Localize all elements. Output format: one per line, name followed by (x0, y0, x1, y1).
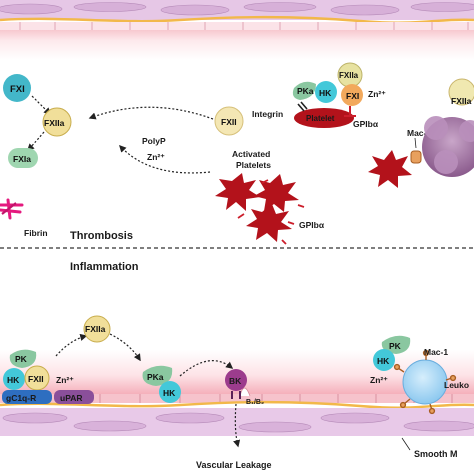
leuko-label: Leuko (444, 380, 469, 390)
hk-right-node (373, 349, 395, 371)
elastic-lamina-bottom (0, 400, 474, 409)
smooth-muscle-cells-bottom (2, 412, 474, 433)
fxii-to-fxiia-inflam-arrow (55, 333, 88, 357)
inflammation-title: Inflammation (70, 261, 139, 273)
leukocyte-bottom (402, 359, 448, 405)
bk-label: BK (229, 376, 242, 386)
hk-top-node (315, 81, 337, 103)
mac1-right-pointer (414, 137, 417, 149)
endothelium-top (0, 22, 474, 30)
inflammation-panel: PK HK FXII gC1q-R uPAR Zn²⁺ FXIIa PKa HK… (2, 315, 469, 470)
integrin-label: Integrin (252, 109, 283, 119)
upar-label: uPAR (60, 393, 83, 403)
platelet-body (294, 108, 354, 128)
activated-platelets-cluster (215, 173, 299, 242)
fxiia-inflam-label: FXIIa (85, 324, 106, 334)
mac1-right-receptor (410, 150, 422, 164)
pk-right-label: PK (389, 341, 402, 351)
activated-platelets-label-2: Platelets (236, 160, 271, 170)
fxiia-to-fxia-arrow (26, 131, 45, 152)
hk-left-node (3, 368, 25, 390)
leukocyte-right-lobe-2 (459, 120, 474, 142)
fxii-to-fxiia-arrow (88, 106, 214, 120)
fxii-left-label: FXII (28, 374, 44, 384)
hk-to-bk-arrow (179, 360, 234, 377)
gc1qr-label: gC1q-R (6, 393, 36, 403)
top-vessel-wall (0, 0, 474, 60)
fxi-left-node (3, 74, 31, 102)
zn-left-label: Zn²⁺ (147, 152, 165, 162)
fxi-top-label: FXI (346, 91, 359, 101)
gpib-lower-label: GPIbα (299, 220, 325, 230)
fxiia-right-label: FXIIa (451, 96, 472, 106)
leakage-arrow (233, 403, 241, 448)
fxiia-to-pka-arrow (109, 333, 141, 362)
smooth-muscle-layer-bottom (0, 408, 474, 436)
fxii-label: FXII (221, 117, 237, 127)
fxi-top-node (341, 84, 363, 106)
gpib-receptors-activated (237, 179, 305, 245)
b-receptors-label: B₁/B₂ (246, 399, 264, 406)
activated-platelet-2 (254, 174, 299, 212)
activated-platelets-label-1: Activated (232, 149, 270, 159)
leukocyte-right-lobe-3 (434, 150, 458, 174)
bk-node (225, 369, 247, 391)
hk-mid-node (159, 381, 181, 403)
platelet-label: Platelet (306, 114, 335, 123)
b-receptor-stems (231, 391, 241, 399)
fibrin-mesh (0, 198, 24, 220)
pka-top-label: PKa (297, 86, 314, 96)
fxiia-mid-label: FXIIa (44, 118, 65, 128)
vascular-leakage-label: Vascular Leakage (196, 460, 272, 470)
hk-mid-label: HK (163, 388, 176, 398)
zn-left-inflam-label: Zn²⁺ (56, 375, 74, 385)
activated-platelet-1 (215, 173, 260, 211)
zn-right-label: Zn²⁺ (370, 375, 388, 385)
fxi-left-label: FXI (10, 84, 25, 95)
platelets-to-fxiia-arrow (119, 144, 211, 174)
gpib-top-label: GPIbα (353, 119, 379, 129)
fxia-node (8, 148, 38, 168)
bottom-vessel-wall (0, 350, 474, 436)
mac1-bottom-label: Mac-1 (424, 347, 448, 357)
endothelium-bottom (0, 394, 474, 403)
leukocyte-right-lobe-1 (424, 116, 448, 140)
mac1-right-label: Mac-1 (407, 128, 431, 138)
polyp-label: PolyP (142, 136, 166, 146)
fxiia-right-node (448, 78, 474, 106)
pk-left-node (9, 349, 37, 368)
fxii-node (214, 106, 244, 136)
pk-right-node (381, 335, 411, 354)
thrombosis-panel: FXI FXIIa FXIa Fibrin FXII PolyP Zn²⁺ Ac… (0, 62, 474, 245)
pka-inflam-node (142, 365, 173, 386)
fxiia-mid-node (42, 107, 72, 137)
mac1-receptors (393, 349, 457, 415)
thrombosis-title: Thrombosis (70, 230, 133, 242)
gpib-top-receptor (344, 106, 356, 117)
pka-top-node (292, 81, 316, 100)
endothelial-cells-top (19, 22, 469, 30)
smooth-muscle-pointer (401, 437, 411, 451)
fxia-label: FXIa (13, 154, 31, 164)
hk-right-label: HK (377, 356, 390, 366)
gc1qr-receptor (2, 390, 52, 404)
hk-top-label: HK (319, 88, 332, 98)
fxiia-inflam-node (83, 315, 111, 343)
fibrin-label: Fibrin (24, 228, 48, 238)
upar-receptor (54, 390, 94, 404)
fxiia-top-label: FXIIa (339, 71, 359, 80)
zn-top-label: Zn²⁺ (368, 89, 386, 99)
pka-inflam-label: PKa (147, 372, 164, 382)
activated-platelet-3 (246, 204, 292, 242)
activated-platelet-right (368, 150, 412, 188)
integrin-receptor (297, 101, 308, 112)
pk-left-label: PK (15, 354, 28, 364)
smooth-muscle-cells-top (0, 2, 474, 16)
smooth-muscle-label: Smooth M (414, 449, 458, 459)
hk-left-label: HK (7, 375, 20, 385)
lumen-glow-top (0, 30, 474, 60)
